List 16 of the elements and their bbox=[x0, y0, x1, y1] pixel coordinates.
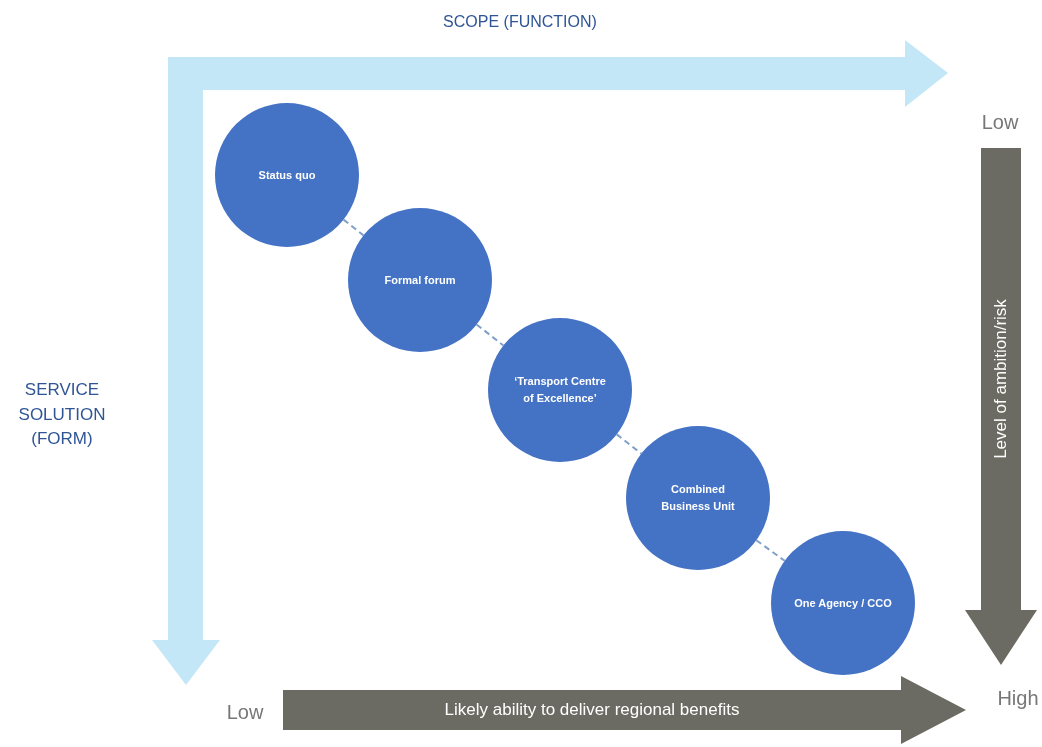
stage-label: One Agency / CCO bbox=[793, 595, 893, 611]
axis-title: Likely ability to deliver regional benefits bbox=[444, 700, 740, 720]
axis-label: SCOPE (FUNCTION) bbox=[442, 12, 598, 33]
axis-label: SERVICE SOLUTION (FORM) bbox=[17, 379, 107, 451]
stage-label: Status quo bbox=[257, 167, 317, 183]
stage-label: Formal forum bbox=[383, 272, 457, 288]
axis-label: Low bbox=[980, 109, 1020, 135]
stage-label: ‘Transport Centre of Excellence’ bbox=[513, 374, 607, 406]
axis-label: Low bbox=[225, 699, 265, 725]
dashed-connector bbox=[615, 433, 643, 455]
stage-label: Combined Business Unit bbox=[660, 482, 736, 514]
axis-title: Level of ambition/risk bbox=[991, 299, 1011, 459]
dashed-connector bbox=[342, 218, 365, 237]
axis-label: High bbox=[996, 685, 1040, 711]
dashed-connector bbox=[755, 539, 786, 562]
dashed-connector bbox=[475, 323, 505, 347]
